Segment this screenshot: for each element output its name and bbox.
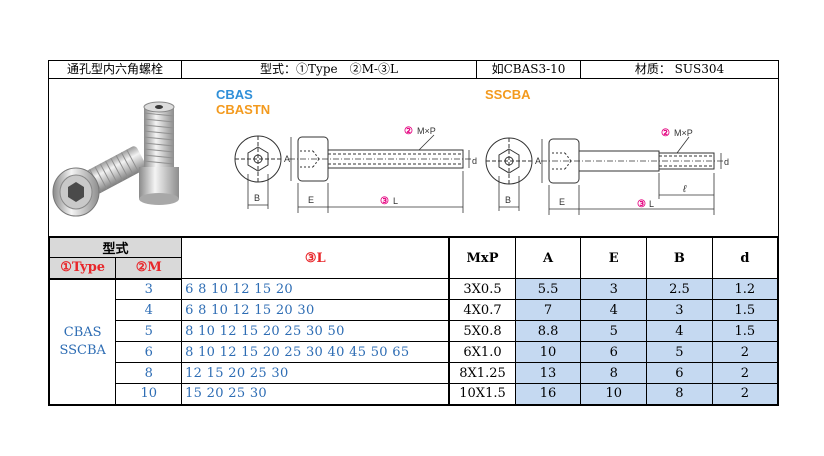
right-dim-ell: ℓ [682, 184, 687, 195]
b-cell: 6 [646, 362, 713, 384]
d-header: d [711, 236, 779, 279]
a-header: A [514, 236, 582, 279]
a-cell: 16 [514, 383, 582, 406]
mxp-cell: 4X0.7 [448, 299, 516, 321]
l-cell: 8 10 12 15 20 25 30 40 45 50 65 [181, 341, 451, 363]
l-cell: 6 8 10 12 15 20 [181, 278, 451, 300]
d-cell: 2 [711, 341, 779, 363]
form-header: 型式 [48, 236, 183, 258]
right-callout-2: ② [661, 128, 670, 139]
e-cell: 6 [580, 341, 648, 363]
m-header: ②M [115, 257, 183, 280]
e-header: E [580, 236, 648, 279]
b-cell: 5 [646, 341, 713, 363]
order-example: 如CBAS3-10 [477, 61, 581, 78]
b-cell: 8 [646, 383, 713, 406]
right-dim-d: d [724, 157, 729, 167]
a-cell: 13 [514, 362, 582, 384]
drawing-band: CBAS CBASTN B [48, 79, 779, 296]
right-dim-a: A [535, 156, 541, 166]
left-dim-d: d [472, 156, 477, 166]
e-cell: 3 [580, 278, 648, 300]
d-cell: 1.5 [711, 320, 779, 342]
d-cell: 2 [711, 383, 779, 406]
b-cell: 2.5 [646, 278, 713, 300]
mxp-header: MxP [448, 236, 516, 279]
spec-table: 型式 ③L MxP A E B d ①Type ②M CBAS SSCBA 3 … [48, 236, 779, 406]
type-header: ①Type [48, 257, 117, 280]
type-header-text: ①Type [60, 260, 106, 276]
mxp-cell: 8X1.25 [448, 362, 516, 384]
right-callout-3: ③ [637, 199, 646, 210]
left-callout-3: ③ [380, 196, 389, 207]
d-cell: 1.2 [711, 278, 779, 300]
m-cell: 6 [115, 341, 183, 363]
right-thread-callout: M×P [674, 128, 693, 138]
table-row: 4 6 8 10 12 15 20 30 4X0.7 7 4 3 1.5 [49, 299, 779, 321]
left-title-cbas: CBAS [216, 87, 253, 102]
bolt-photo [52, 101, 179, 217]
b-cell: 3 [646, 299, 713, 321]
left-dim-l: L [393, 196, 398, 206]
m-cell: 3 [115, 278, 183, 300]
mxp-cell: 5X0.8 [448, 320, 516, 342]
e-cell: 4 [580, 299, 648, 321]
type-cell: CBAS SSCBA [48, 278, 117, 406]
mxp-cell: 3X0.5 [448, 278, 516, 300]
table-row: 8 12 15 20 25 30 8X1.25 13 8 6 2 [49, 362, 779, 384]
right-side-view [541, 136, 725, 215]
a-cell: 10 [514, 341, 582, 363]
table-row: 6 8 10 12 15 20 25 30 40 45 50 65 6X1.0 … [49, 341, 779, 363]
l-cell: 12 15 20 25 30 [181, 362, 451, 384]
right-end-view [485, 137, 533, 211]
right-dim-e: E [559, 197, 565, 207]
b-cell: 4 [646, 320, 713, 342]
material-label: 材质： SUS304 [634, 62, 725, 76]
left-side-view [289, 134, 473, 213]
l-header-text: ③L [304, 250, 326, 266]
type-sscba: SSCBA [59, 342, 106, 358]
d-cell: 1.5 [711, 299, 779, 321]
e-cell: 8 [580, 362, 648, 384]
b-header: B [646, 236, 713, 279]
left-thread-callout: M×P [417, 126, 436, 136]
header-row: 通孔型内六角螺栓 型式：①Type ②M-③L 如CBAS3-10 材质： SU… [48, 60, 779, 79]
m-cell: 4 [115, 299, 183, 321]
right-dim-l: L [649, 199, 654, 209]
left-title-cbastn: CBASTN [216, 102, 270, 117]
l-header: ③L [181, 236, 451, 279]
d-cell: 2 [711, 362, 779, 384]
right-title-sscba: SSCBA [485, 87, 531, 102]
left-dim-e: E [308, 195, 314, 205]
a-cell: 7 [514, 299, 582, 321]
a-cell: 8.8 [514, 320, 582, 342]
type-cbas: CBAS [63, 324, 102, 340]
m-cell: 5 [115, 320, 183, 342]
left-callout-2: ② [404, 126, 413, 137]
e-cell: 10 [580, 383, 648, 406]
l-cell: 6 8 10 12 15 20 30 [181, 299, 451, 321]
mxp-cell: 10X1.5 [448, 383, 516, 406]
product-name: 通孔型内六角螺栓 [49, 61, 182, 78]
l-cell: 15 20 25 30 [181, 383, 451, 406]
table-row: 5 8 10 12 15 20 25 30 50 5X0.8 8.8 5 4 1… [49, 320, 779, 342]
l-cell: 8 10 12 15 20 25 30 50 [181, 320, 451, 342]
left-end-view [234, 135, 282, 209]
left-dim-a: A [284, 154, 290, 164]
right-dim-b: B [505, 195, 511, 205]
table-row: CBAS SSCBA 3 6 8 10 12 15 20 3X0.5 5.5 3… [48, 278, 779, 406]
mxp-cell: 6X1.0 [448, 341, 516, 363]
e-cell: 5 [580, 320, 648, 342]
a-cell: 5.5 [514, 278, 582, 300]
m-cell: 10 [115, 383, 183, 406]
m-cell: 8 [115, 362, 183, 384]
m-header-text: ②M [135, 260, 162, 276]
technical-drawing: CBAS CBASTN B [52, 87, 729, 217]
table-row: 10 15 20 25 30 10X1.5 16 10 8 2 [49, 383, 779, 406]
left-dim-b: B [254, 193, 260, 203]
form-label: 型式：①Type ②M-③L [182, 61, 477, 78]
